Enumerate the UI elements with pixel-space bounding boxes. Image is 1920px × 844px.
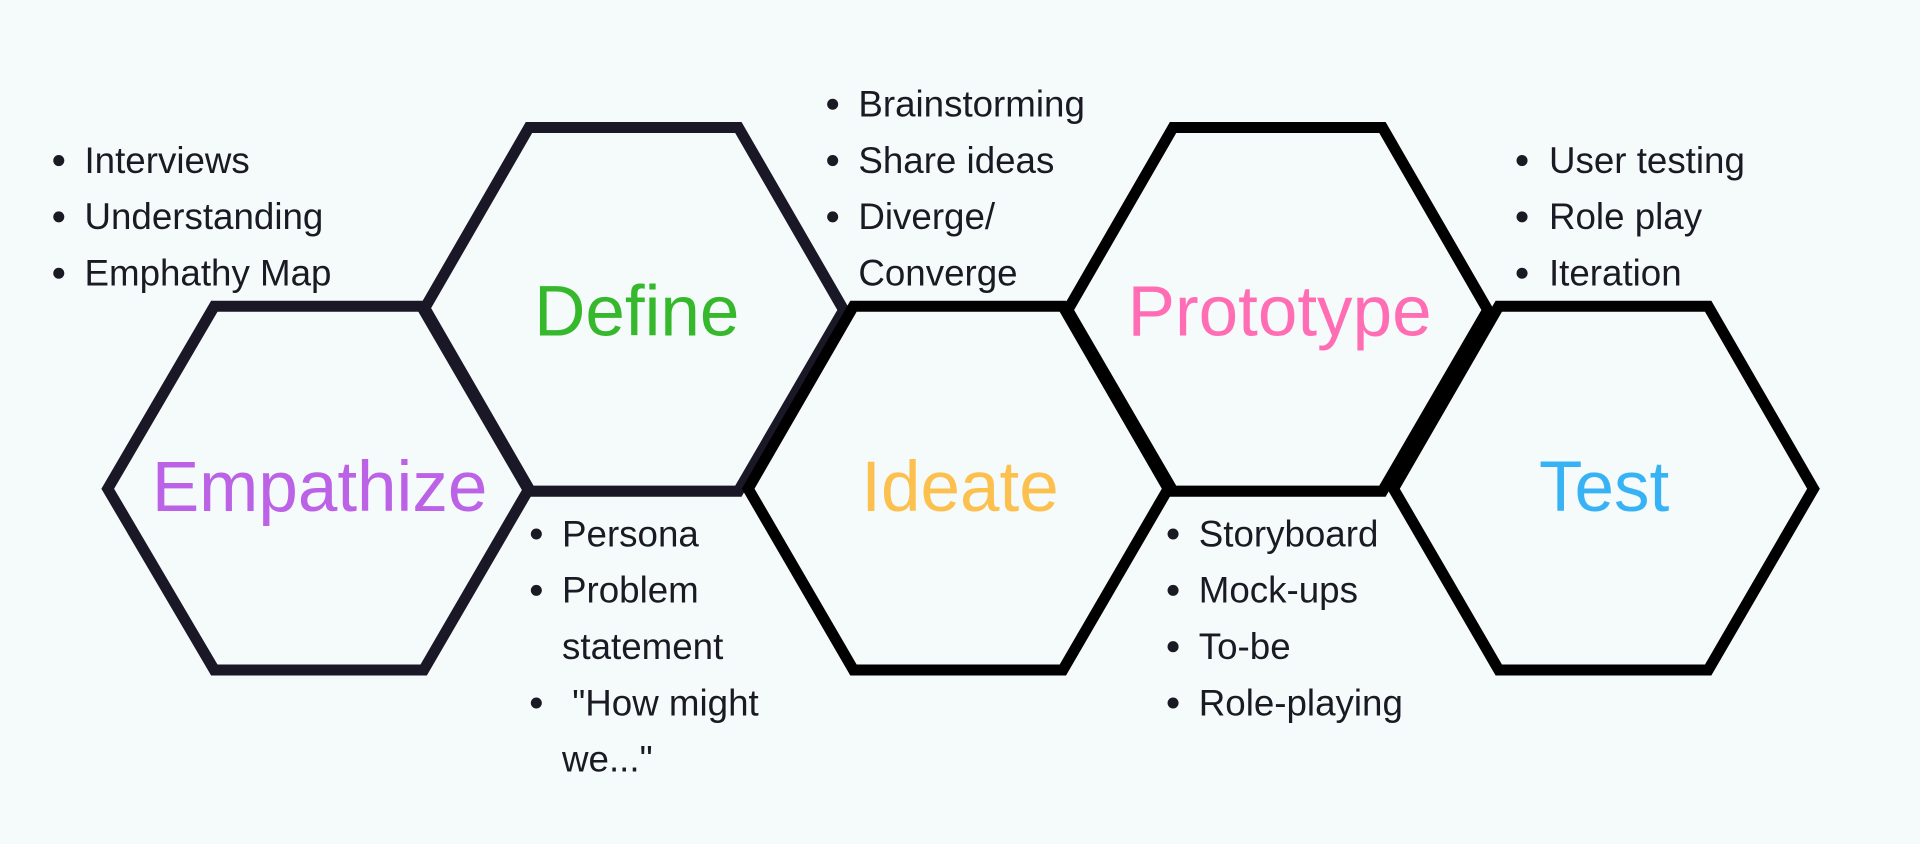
list-item: Share ideas: [858, 140, 1054, 181]
list-item: "How might: [562, 682, 759, 723]
hexagon-test: [1387, 300, 1820, 676]
hexagon-prototype: [1061, 122, 1495, 497]
bullet: [530, 528, 542, 540]
bullet: [53, 211, 65, 223]
bullet: [827, 211, 839, 223]
prototype-list: Storyboard Mock-ups To-be Role-playing: [1167, 513, 1403, 723]
list-item-continued: statement: [562, 626, 723, 667]
bullet: [1167, 528, 1179, 540]
stage-label-ideate: Ideate: [861, 448, 1058, 527]
bullet: [53, 267, 65, 279]
bullet: [1167, 584, 1179, 596]
stage-label-prototype: Prototype: [1128, 273, 1432, 352]
list-item: Understanding: [84, 196, 323, 237]
stage-label-test: Test: [1539, 448, 1670, 527]
list-item: Emphathy Map: [84, 252, 331, 293]
list-item-continued: we...": [561, 739, 653, 780]
list-item: Interviews: [84, 140, 249, 181]
define-list: Persona Problem statement "How might we.…: [530, 513, 759, 780]
list-item: Brainstorming: [858, 83, 1085, 124]
test-list: User testing Role play Iteration: [1516, 140, 1745, 293]
stage-label-define: Define: [534, 273, 739, 352]
list-item: Storyboard: [1199, 513, 1379, 554]
bullet: [530, 584, 542, 596]
hexagon-define: [417, 122, 851, 497]
bullet: [827, 155, 839, 167]
bullet: [530, 697, 542, 709]
list-item: Mock-ups: [1199, 570, 1358, 611]
list-item: User testing: [1549, 140, 1745, 181]
list-item: Iteration: [1549, 252, 1682, 293]
list-item: To-be: [1199, 626, 1291, 667]
bullet: [1516, 267, 1528, 279]
ideate-list: Brainstorming Share ideas Diverge/ Conve…: [827, 83, 1085, 293]
list-item: Role play: [1549, 196, 1703, 237]
bullet: [1167, 641, 1179, 653]
bullet: [1516, 155, 1528, 167]
stage-label-empathize: Empathize: [152, 448, 488, 527]
list-item: Role-playing: [1199, 682, 1403, 723]
list-item: Problem: [562, 570, 699, 611]
bullet: [1167, 697, 1179, 709]
empathize-list: Interviews Understanding Emphathy Map: [53, 140, 331, 293]
bullet: [1516, 211, 1528, 223]
list-item: Diverge/: [858, 196, 996, 237]
list-item-continued: Converge: [858, 252, 1017, 293]
bullet: [827, 98, 839, 110]
bullet: [53, 155, 65, 167]
list-item: Persona: [562, 513, 699, 554]
